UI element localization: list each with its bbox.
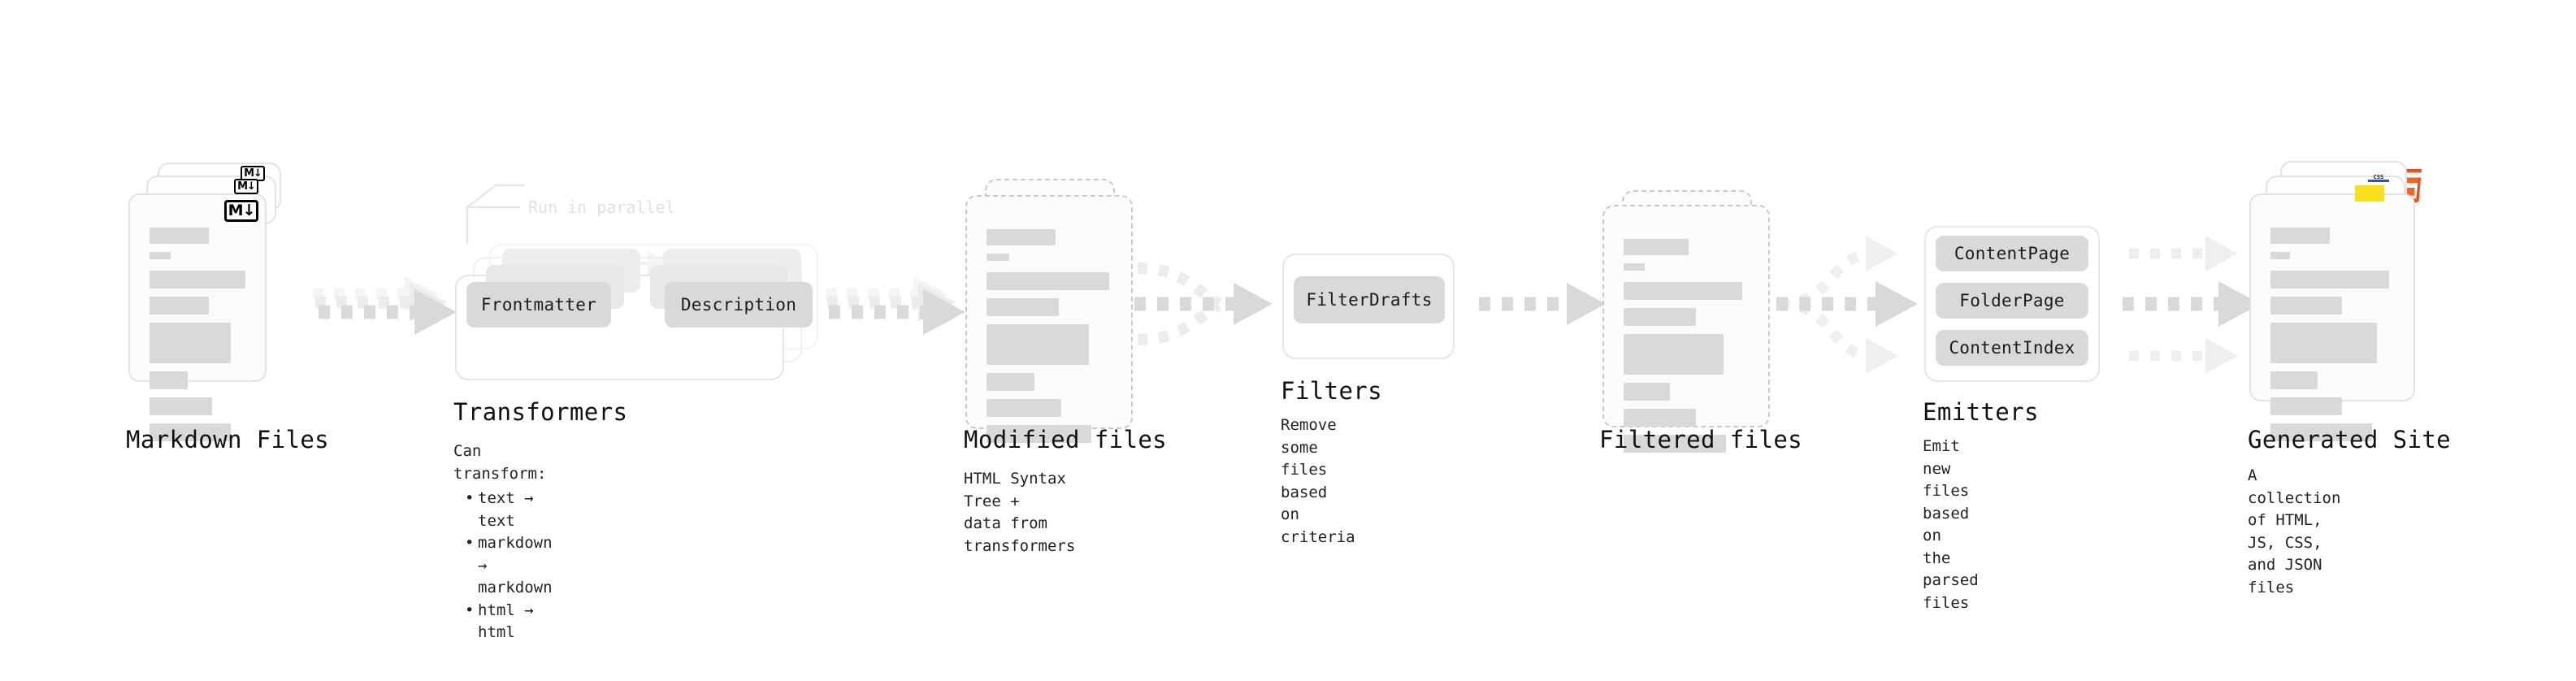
- annotation-leader-line: [466, 184, 524, 244]
- connector-filters-to-filtered: [1479, 283, 1606, 325]
- modified-files-title: Modified files: [964, 426, 1168, 453]
- markdown-icon: M↓: [224, 200, 258, 222]
- transformers-bullet-markdown: markdown → markdown: [465, 532, 553, 600]
- filtered-placeholder-bars: [1624, 239, 1749, 461]
- transformers-caption: Can transform: text → text markdown → ma…: [453, 440, 553, 644]
- emitters-pill-contentpage[interactable]: ContentPage: [1936, 236, 2088, 271]
- emitters-pill-folderpage[interactable]: FolderPage: [1936, 283, 2088, 319]
- generated-placeholder-bars: [2270, 228, 2394, 449]
- transformers-bullet-html: html → html: [465, 600, 553, 644]
- markdown-icon-label-mid: M↓: [237, 180, 256, 193]
- markdown-icon-label-back: M↓: [244, 167, 262, 180]
- svg-text:CSS: CSS: [2374, 174, 2384, 180]
- markdown-icon-label: M↓: [228, 202, 256, 219]
- transformers-title: Transformers: [453, 398, 628, 426]
- filtered-files-title: Filtered files: [1599, 426, 1803, 453]
- transformer-pill-description[interactable]: Description: [665, 282, 813, 327]
- markdown-placeholder-bars: [150, 228, 245, 449]
- connector-emitters-to-generated: [2123, 236, 2261, 374]
- emitters-pill-folderpage-label: FolderPage: [1959, 291, 2065, 310]
- run-in-parallel-annotation: Run in parallel: [528, 197, 675, 217]
- js-icon: [2355, 185, 2384, 202]
- markdown-icon-back: M↓: [241, 166, 265, 181]
- modified-card-front: [965, 195, 1133, 443]
- modified-placeholder-bars: [987, 229, 1112, 451]
- markdown-icon-mid: M↓: [234, 179, 258, 194]
- transformers-caption-lead: Can transform:: [453, 442, 547, 483]
- css-icon: CSS: [2366, 171, 2391, 187]
- connector-transformers-to-modified: [826, 276, 965, 335]
- connector-markdown-to-transformers: [313, 276, 457, 335]
- markdown-card-front: [128, 193, 267, 441]
- transformer-pill-frontmatter[interactable]: Frontmatter: [466, 282, 611, 327]
- filters-pill-filterdrafts-label: FilterDrafts: [1306, 290, 1433, 310]
- generated-card-front: [2249, 193, 2415, 441]
- emitters-pill-contentpage-label: ContentPage: [1954, 244, 2071, 263]
- emitters-pill-contentindex-label: ContentIndex: [1949, 338, 2075, 358]
- transformer-pill-description-label: Description: [680, 295, 797, 314]
- generated-site-caption: A collection of HTML, JS, CSS, and JSON …: [2248, 466, 2341, 596]
- filters-pill-filterdrafts[interactable]: FilterDrafts: [1294, 276, 1445, 323]
- emitters-pill-contentindex[interactable]: ContentIndex: [1936, 330, 2088, 366]
- connector-filtered-to-emitters: [1776, 236, 1918, 374]
- emitters-caption: Emit new files based on the parsed files: [1923, 437, 1979, 612]
- filters-title: Filters: [1281, 377, 1383, 405]
- markdown-files-title: Markdown Files: [126, 426, 330, 453]
- transformers-bullet-text: text → text: [465, 488, 553, 532]
- transformer-pill-frontmatter-label: Frontmatter: [480, 295, 597, 314]
- filters-caption: Remove some files based on criteria: [1281, 416, 1355, 546]
- filtered-card-front: [1602, 205, 1770, 453]
- emitters-title: Emitters: [1923, 398, 2039, 426]
- modified-files-caption: HTML Syntax Tree + data from transformer…: [964, 470, 1076, 555]
- connector-modified-to-filters: [1134, 262, 1273, 345]
- generated-site-title: Generated Site: [2248, 426, 2452, 453]
- transformers-bullet-list: text → text markdown → markdown html → h…: [453, 488, 553, 644]
